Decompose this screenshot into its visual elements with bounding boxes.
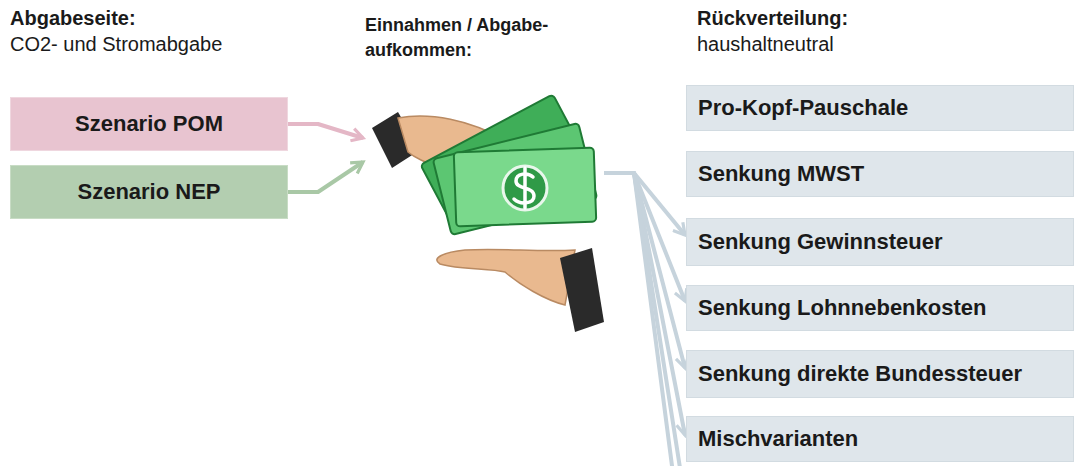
redistribution-box: Senkung direkte Bundessteuer bbox=[686, 350, 1074, 398]
box-label: Senkung Gewinnsteuer bbox=[698, 229, 943, 255]
revenue-node: Einnahmen / Abgabe- aufkommen: bbox=[364, 12, 604, 334]
box-label: Mischvarianten bbox=[698, 426, 858, 452]
box-label: Senkung MWST bbox=[698, 161, 864, 187]
box-label: Pro-Kopf-Pauschale bbox=[698, 95, 908, 121]
redistribution-box: Senkung Lohnnebenkosten bbox=[686, 285, 1074, 331]
box-label: Senkung direkte Bundessteuer bbox=[698, 361, 1022, 387]
column-subheading: CO2- und Stromabgabe bbox=[10, 32, 222, 56]
column-heading: Einnahmen / Abgabe- aufkommen: bbox=[365, 13, 597, 63]
column-subheading: haushaltneutral bbox=[697, 32, 834, 56]
receiving-hand bbox=[437, 248, 604, 332]
column-heading: Abgabeseite: bbox=[10, 6, 136, 30]
connector-arrow bbox=[604, 173, 685, 435]
connector-arrow bbox=[604, 173, 685, 466]
connector-arrow bbox=[604, 173, 685, 368]
banknotes bbox=[420, 94, 597, 235]
redistribution-box: Senkung Gewinnsteuer bbox=[686, 218, 1074, 266]
redistribution-box: Mischvarianten bbox=[686, 416, 1074, 462]
scenario-box: Szenario NEP bbox=[10, 165, 288, 219]
connector-arrow bbox=[288, 124, 363, 138]
column-heading: Rückverteilung: bbox=[697, 6, 848, 30]
connector-arrow bbox=[288, 162, 363, 192]
redistribution-box: Pro-Kopf-Pauschale bbox=[686, 85, 1074, 131]
box-label: Szenario NEP bbox=[77, 179, 220, 205]
scenario-box: Szenario POM bbox=[10, 97, 288, 151]
redistribution-box: Senkung MWST bbox=[686, 151, 1074, 197]
connector-arrow bbox=[604, 173, 685, 466]
box-label: Senkung Lohnnebenkosten bbox=[698, 295, 986, 321]
box-label: Szenario POM bbox=[75, 111, 223, 137]
